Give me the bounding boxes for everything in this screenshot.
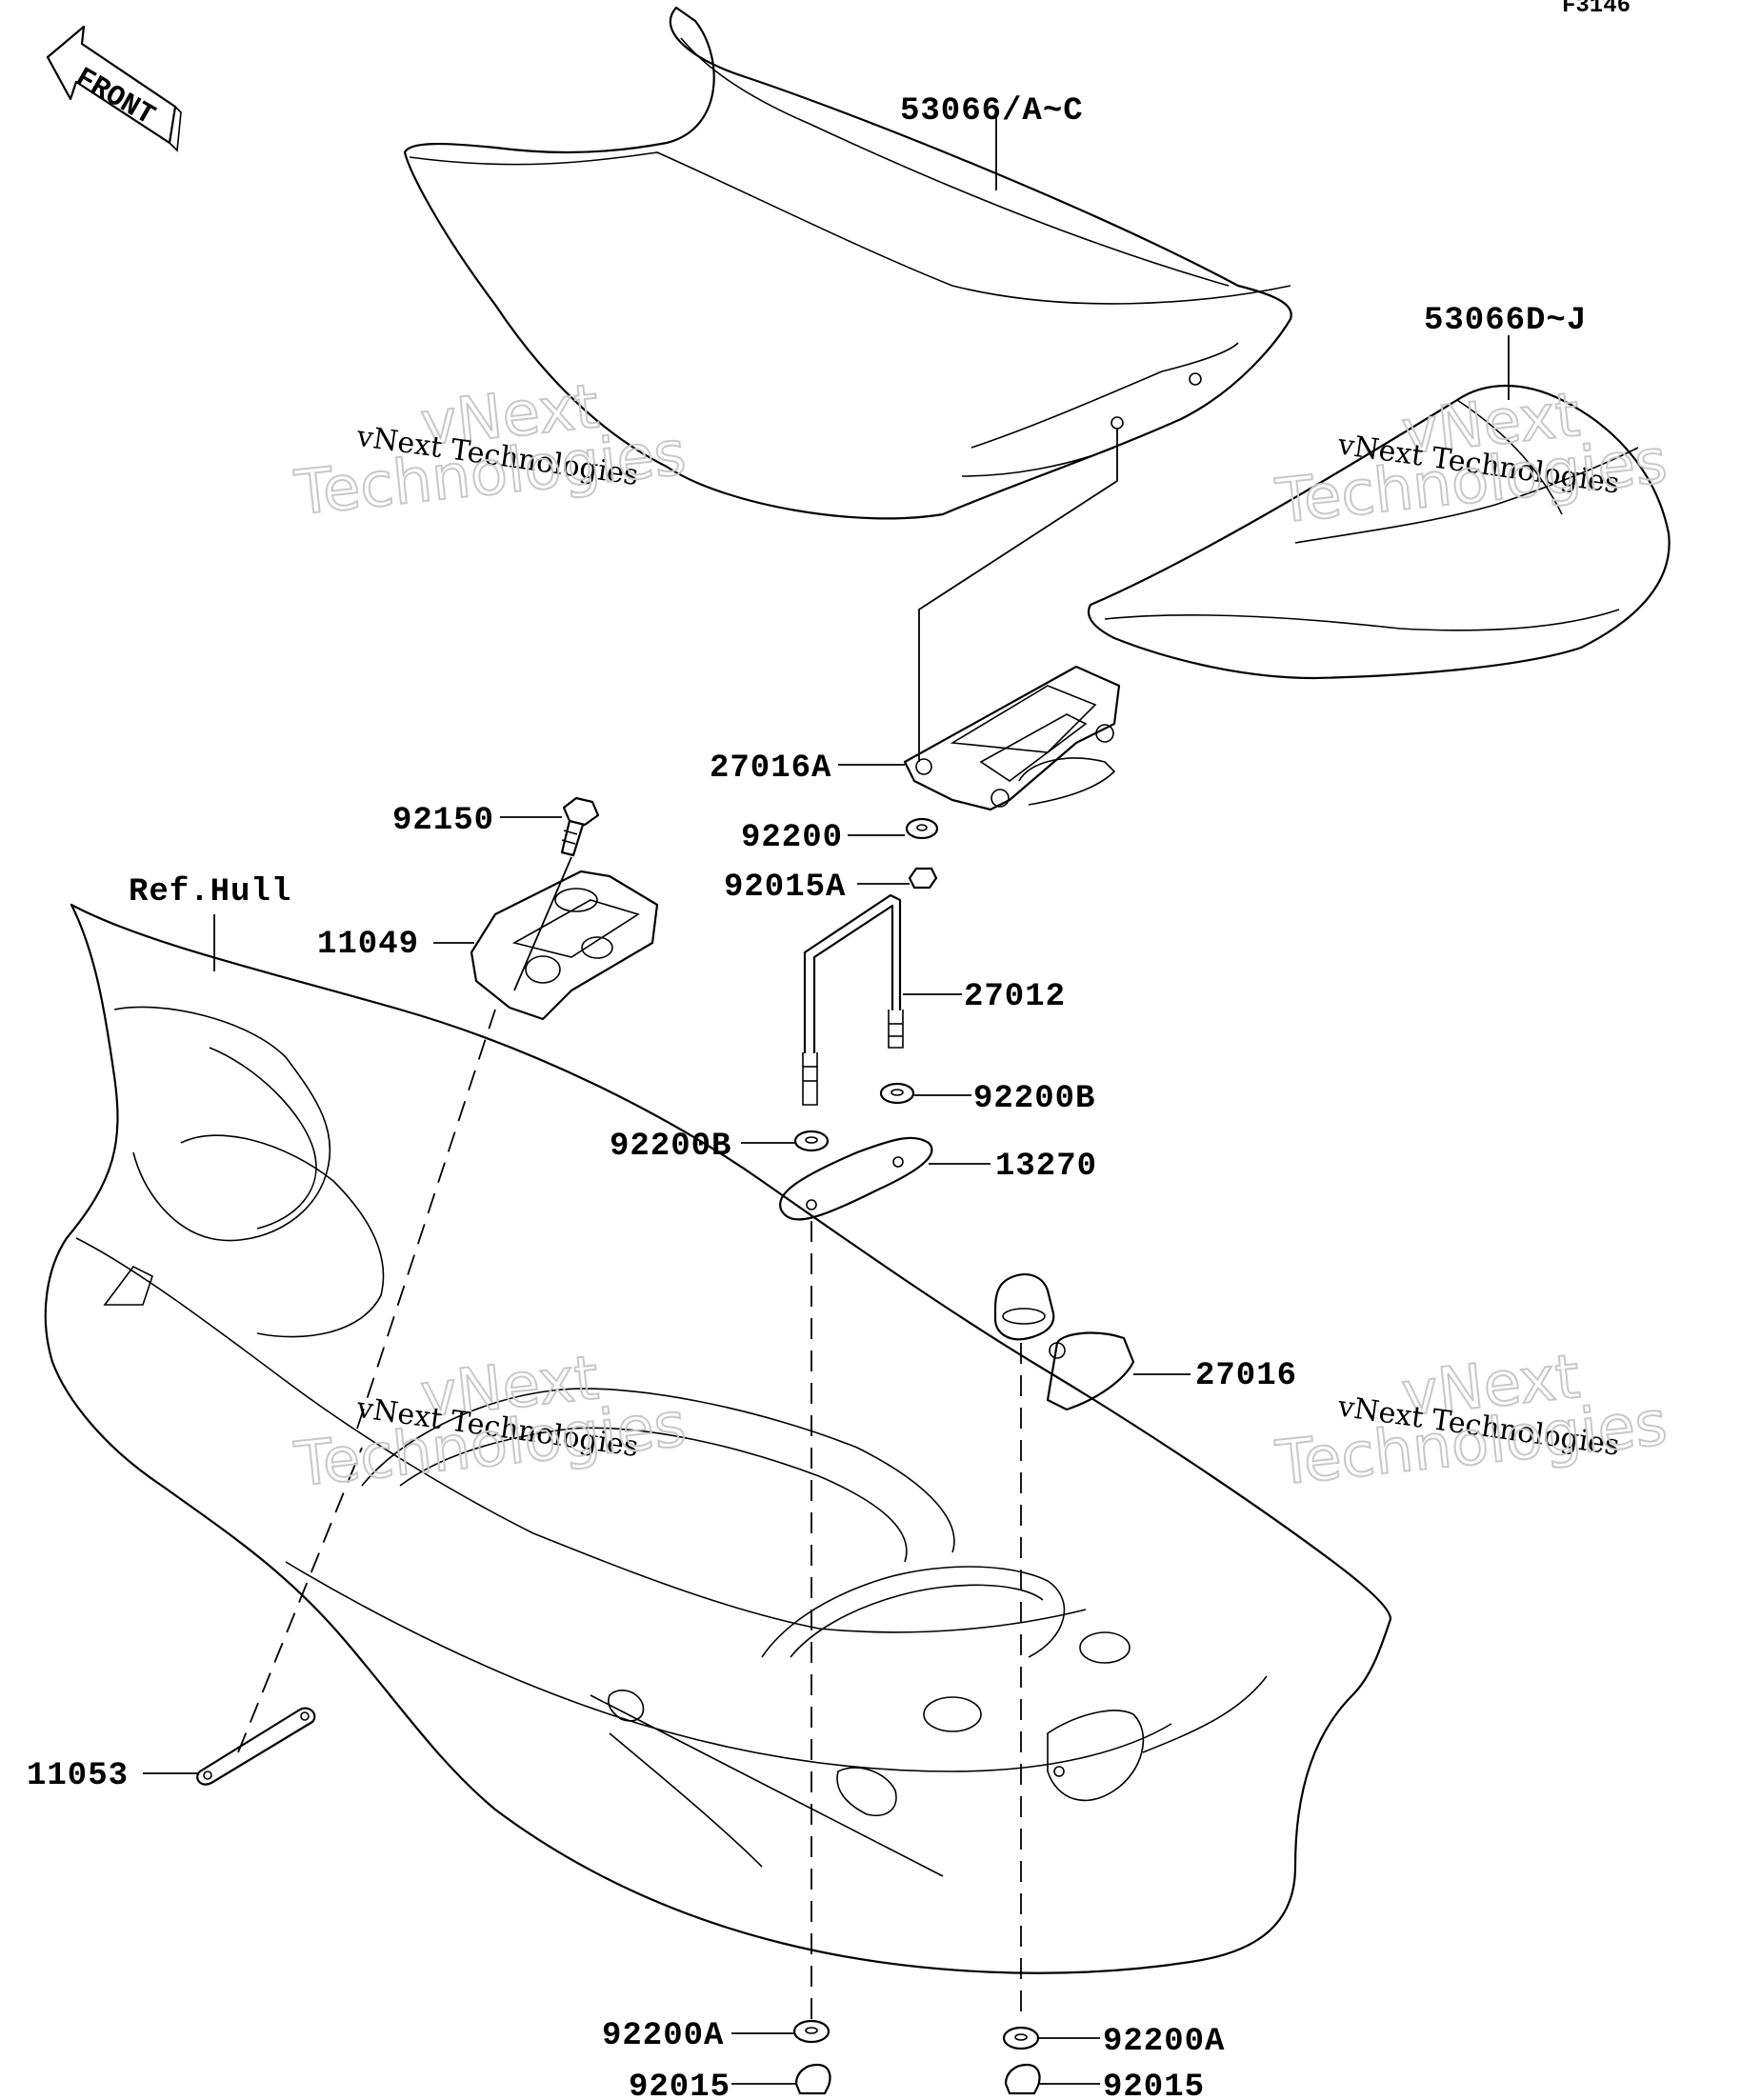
label-11053: 11053: [27, 1758, 129, 1794]
label-27016a: 27016A: [710, 750, 831, 787]
front-label: FRONT: [70, 62, 160, 132]
gasket-13270: [779, 1136, 933, 1221]
label-53066-a-c: 53066/A~C: [900, 93, 1084, 130]
label-92015a: 92015A: [724, 870, 846, 906]
u-bolt-27012: [802, 893, 904, 1106]
hook-27016: [993, 1273, 1135, 1411]
label-92015-left: 92015: [629, 2070, 730, 2100]
label-92200: 92200: [741, 820, 843, 856]
bracket-27016a: [903, 665, 1121, 811]
nut-92015-right: [1004, 2063, 1041, 2095]
strap-11053: [196, 1707, 316, 1786]
watermark-3: vNext vNext Technologies Technologies: [290, 1342, 690, 1502]
bolt-92150: [560, 796, 600, 857]
label-92200b-left: 92200B: [610, 1129, 731, 1165]
label-92150: 92150: [392, 803, 494, 839]
watermark-2: vNext vNext Technologies Technologies: [1271, 379, 1671, 539]
rear-seat: [1088, 385, 1671, 680]
diagram-code: F3146: [1562, 0, 1631, 19]
washer-92200: [905, 817, 939, 840]
nut-92015a: [908, 867, 938, 890]
hull: [44, 903, 1392, 1974]
label-27016: 27016: [1195, 1358, 1297, 1394]
front-arrow-icon: FRONT: [46, 25, 182, 152]
washer-92200a-right: [1002, 2026, 1040, 2050]
front-seat: [403, 6, 1292, 520]
label-92200b-right: 92200B: [973, 1081, 1095, 1117]
watermark-4: vNext vNext Technologies Technologies: [1271, 1341, 1671, 1501]
label-27012: 27012: [964, 979, 1066, 1015]
label-53066d-j: 53066D~J: [1424, 303, 1587, 339]
label-92015-right: 92015: [1103, 2070, 1205, 2100]
label-13270: 13270: [995, 1149, 1097, 1185]
label-ref-hull: Ref.Hull: [129, 874, 291, 910]
washer-92200b-left: [793, 1130, 830, 1152]
plate-11049: [470, 870, 659, 1021]
watermark-1: vNext vNext Technologies Technologies: [290, 370, 690, 530]
washer-92200a-left: [792, 2019, 830, 2044]
label-92200a-right: 92200A: [1103, 2024, 1225, 2060]
label-11049: 11049: [317, 927, 419, 963]
washer-92200b-right: [879, 1082, 915, 1105]
nut-92015-left: [794, 2063, 831, 2095]
label-92200a-left: 92200A: [602, 2018, 724, 2054]
